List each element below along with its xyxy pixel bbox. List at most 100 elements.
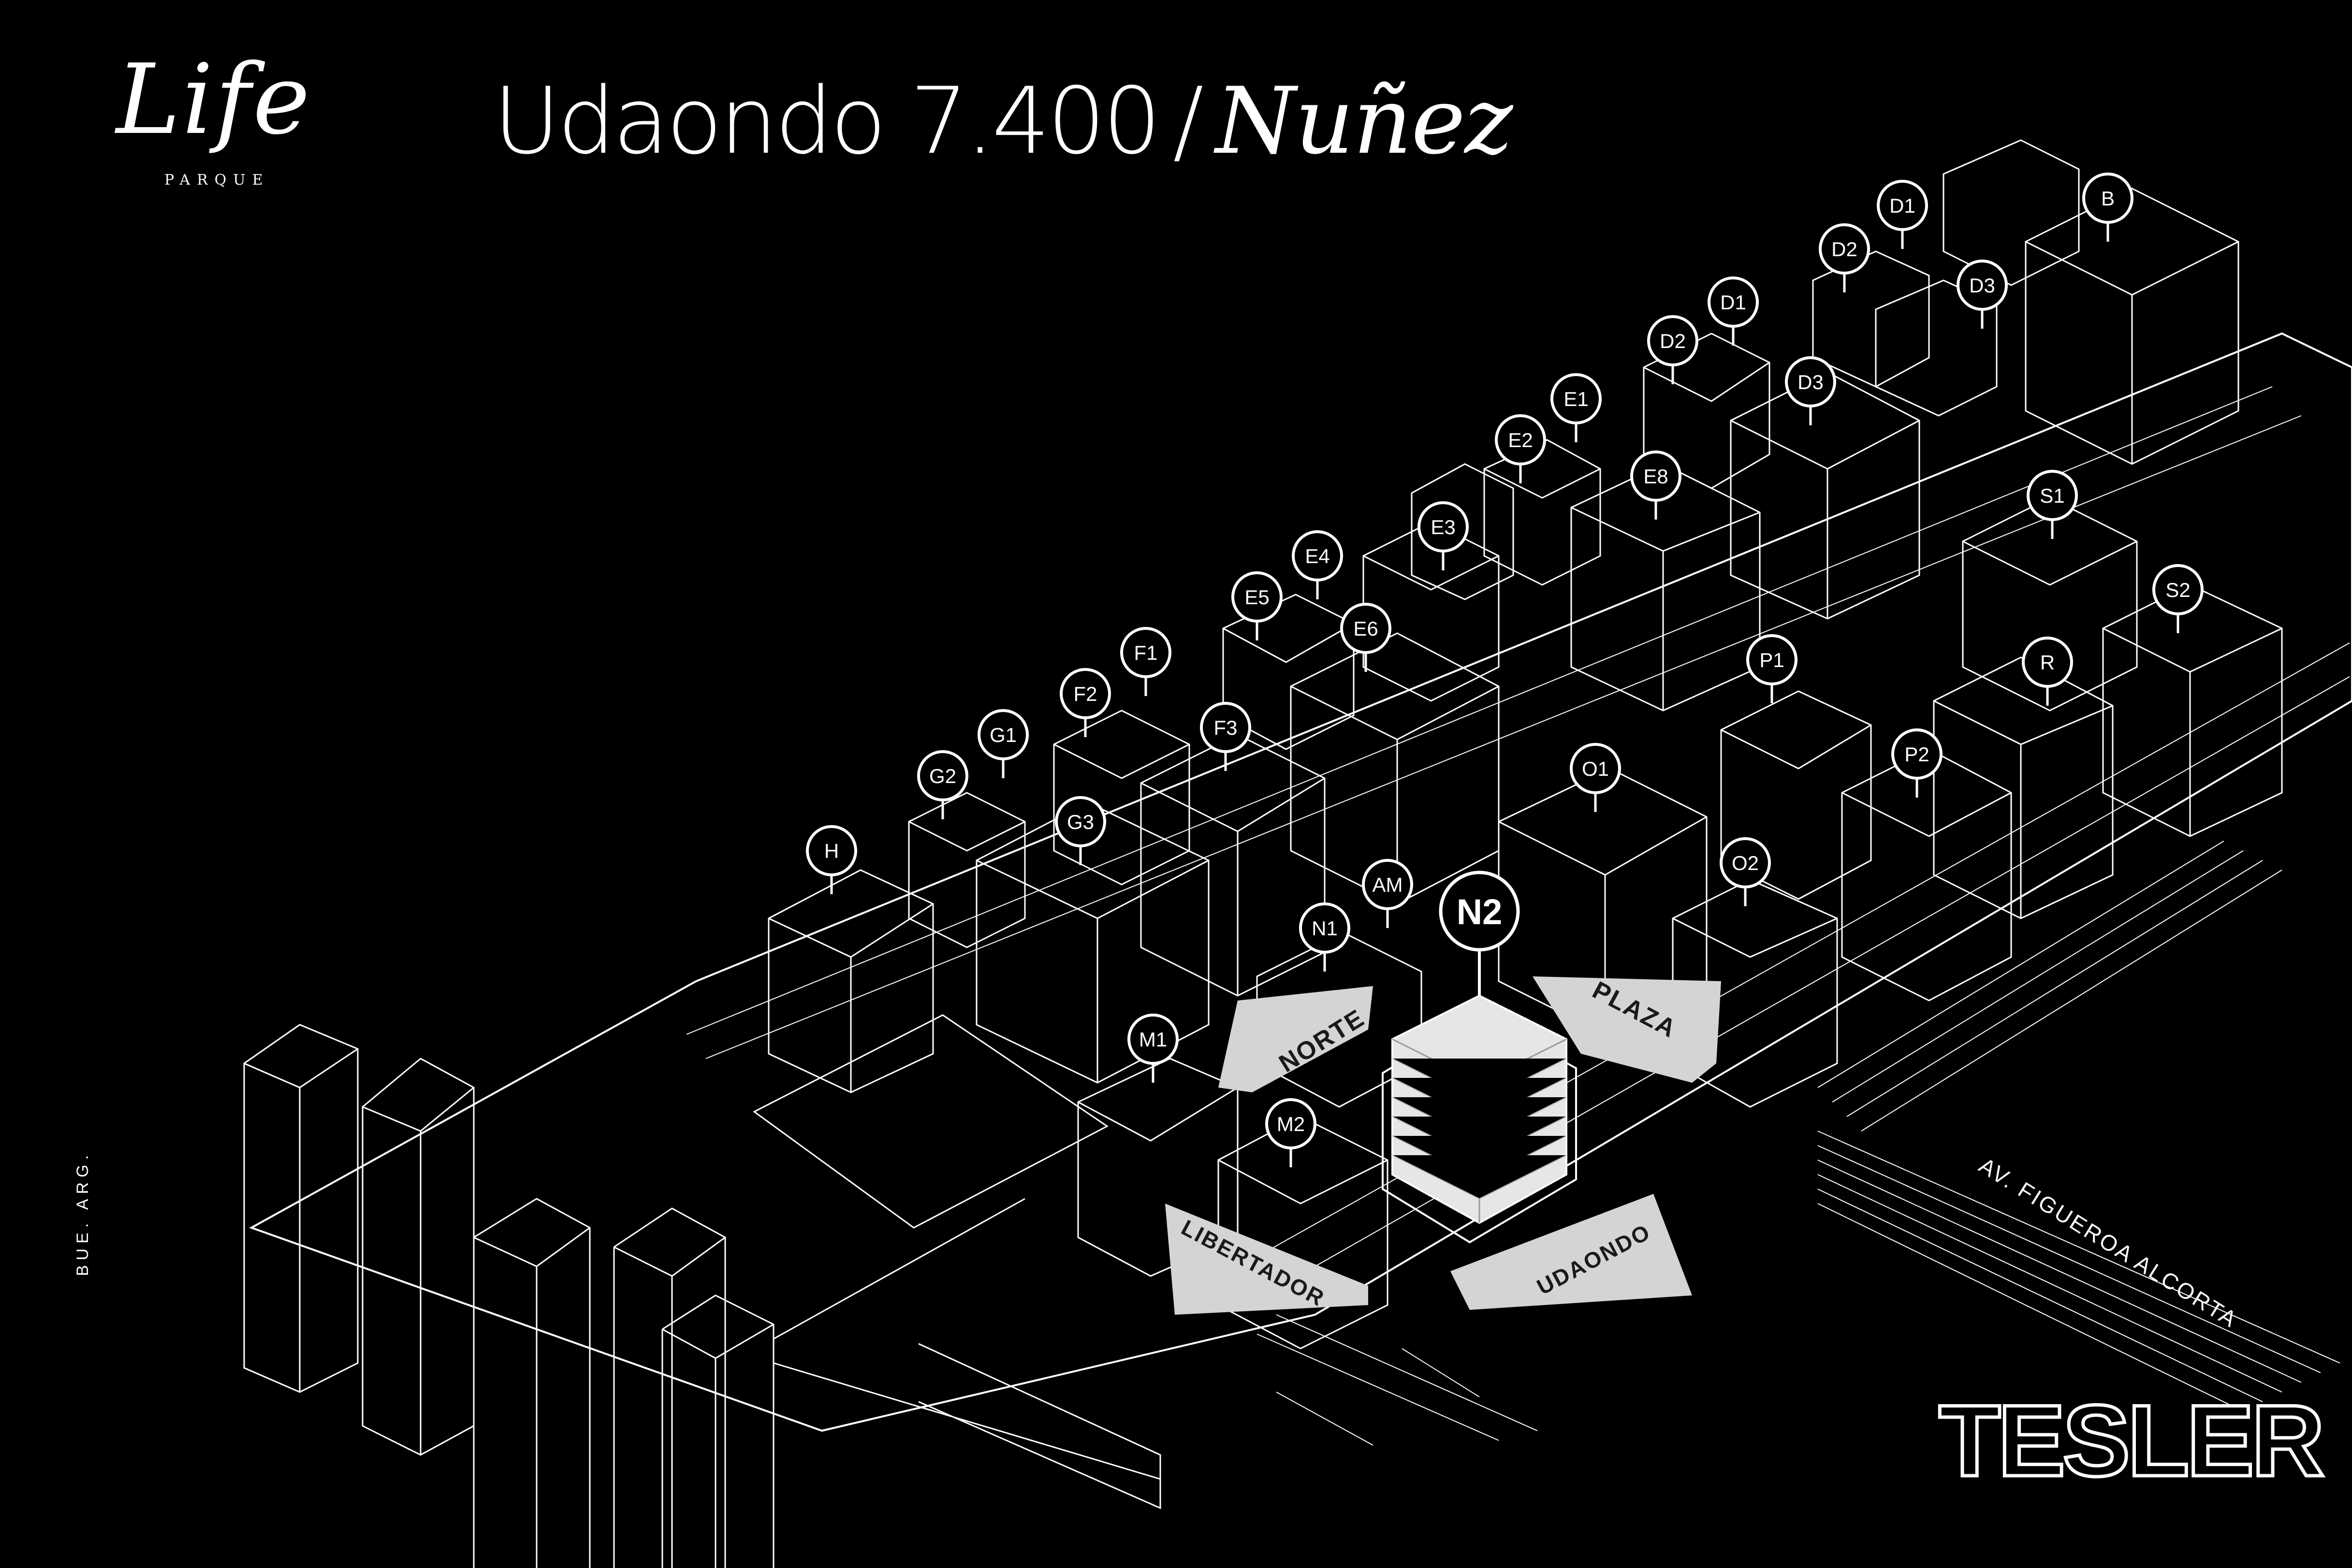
marker-f1[interactable]: F1 [1120,627,1171,696]
marker-label: P1 [1759,649,1784,671]
marker-d3[interactable]: D3 [1957,260,2008,329]
marker-e1[interactable]: E1 [1550,373,1602,442]
marker-p1[interactable]: P1 [1746,634,1797,703]
site-outline [249,332,2352,1432]
marker-m2[interactable]: M2 [1265,1098,1316,1167]
marker-label: F2 [1073,682,1097,705]
page-title: Udaondo 7.400/Nuñez [493,68,1513,174]
marker-label: S2 [2165,579,2190,601]
marker-circle [1720,837,1771,888]
marker-m1[interactable]: M1 [1127,1014,1179,1083]
marker-circle [1299,902,1350,954]
street-figueroa-label: AV. FIGUEROA ALCORTA [1975,1152,2243,1333]
marker-circle [1060,668,1111,719]
marker-circle [1127,1014,1179,1065]
marker-circle [978,709,1029,760]
marker-s2[interactable]: S2 [2152,564,2204,633]
marker-e3[interactable]: E3 [1417,501,1469,570]
marker-am[interactable]: AM [1362,859,1413,928]
marker-circle [806,825,857,876]
marker-circle [917,750,968,801]
marker-e6[interactable]: E6 [1340,603,1391,672]
marker-b[interactable]: B [2082,173,2133,242]
marker-label: G1 [990,724,1017,746]
marker-d2[interactable]: D2 [1819,223,1870,292]
marker-d2[interactable]: D2 [1647,315,1698,384]
marker-label: D2 [1831,238,1857,261]
marker-label: G3 [1067,811,1094,833]
logo-wordmark: Life [116,44,312,156]
highlighted-building [1382,994,1577,1244]
avenue-hatch [1256,841,2340,1446]
marker-g1[interactable]: G1 [978,709,1029,778]
marker-label: E8 [1643,465,1668,488]
marker-label: O2 [1732,852,1759,874]
marker-circle [1362,859,1413,910]
marker-g3[interactable]: G3 [1055,796,1106,865]
marker-circle [1708,276,1759,328]
marker-circle [1570,743,1621,794]
marker-g2[interactable]: G2 [917,750,968,819]
marker-label: D2 [1660,330,1686,352]
marker-label: E1 [1563,388,1588,410]
marker-label: E5 [1244,586,1269,609]
marker-circle [1957,260,2008,311]
life-parque-logo: Life PARQUE [82,24,382,198]
marker-circle [1417,501,1469,552]
marker-r[interactable]: R [2022,637,2073,706]
marker-circle [1055,796,1106,847]
marker-label: S1 [2040,484,2064,507]
marker-n1[interactable]: N1 [1299,902,1350,972]
marker-circle [1265,1098,1316,1149]
marker-circle [2027,470,2078,521]
marker-circle [2022,637,2073,688]
marker-circle [1120,627,1171,678]
marker-circle [1550,373,1602,424]
marker-circle [2152,564,2204,615]
marker-p2[interactable]: P2 [1891,728,1943,798]
marker-o2[interactable]: O2 [1720,837,1771,906]
left-towers [243,1014,1161,1568]
title-separator: / [1172,68,1204,174]
marker-e8[interactable]: E8 [1630,450,1681,520]
marker-e5[interactable]: E5 [1231,571,1283,640]
title-street: Udaondo 7.400 [493,68,1161,174]
marker-n2[interactable]: N2 [1439,871,1520,996]
marker-label: E4 [1305,545,1329,567]
marker-label: E2 [1508,429,1533,451]
marker-n2-label: N2 [1457,892,1503,932]
marker-label: O1 [1582,757,1609,780]
location-side-text: BUE. ARG. [73,1150,92,1276]
marker-h[interactable]: H [806,825,857,894]
marker-e2[interactable]: E2 [1495,414,1546,483]
marker-circle [1891,728,1943,780]
marker-label: M1 [1139,1028,1167,1051]
marker-label: D3 [1969,274,1995,297]
marker-label: G2 [929,765,956,787]
marker-circle [1785,356,1836,407]
marker-circle [1495,414,1546,465]
marker-label: D1 [1889,194,1915,217]
zone-plaza-shape [1533,976,1721,1083]
marker-d1[interactable]: D1 [1708,276,1759,346]
marker-label: D3 [1797,371,1824,393]
marker-label: H [824,840,839,862]
marker-d1[interactable]: D1 [1877,180,1928,249]
marker-f2[interactable]: F2 [1060,668,1111,737]
marker-label: E3 [1431,516,1455,538]
inner-road [686,386,2273,1035]
marker-e4[interactable]: E4 [1292,530,1343,599]
marker-label: N1 [1312,917,1338,940]
marker-s1[interactable]: S1 [2027,470,2078,539]
marker-label: E6 [1353,617,1378,640]
marker-circle [1231,571,1283,623]
marker-o1[interactable]: O1 [1570,743,1621,812]
marker-circle [1200,702,1251,753]
tesler-logo: TESLER [1937,1382,2326,1499]
marker-circle [2082,173,2133,224]
marker-f3[interactable]: F3 [1200,702,1251,771]
marker-d3[interactable]: D3 [1785,356,1836,425]
logo-subtitle: PARQUE [164,172,270,189]
marker-label: F3 [1213,716,1237,739]
